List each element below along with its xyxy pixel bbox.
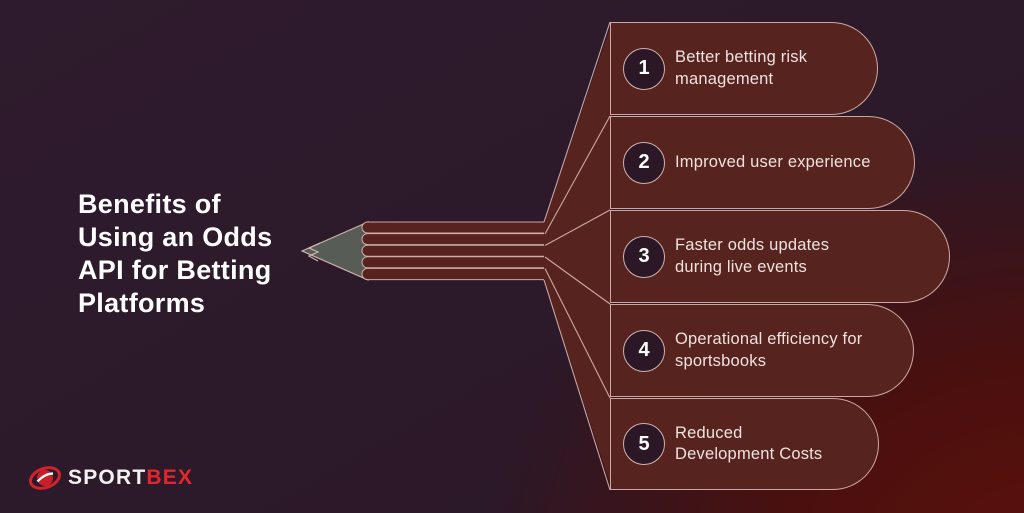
title-line: Benefits of bbox=[78, 189, 221, 219]
fan-lines bbox=[543, 21, 611, 491]
pencil-tip-zigzag-icon bbox=[307, 242, 321, 262]
benefit-item-2: 2 Improved user experience bbox=[610, 116, 915, 209]
sportbex-logo: SPORTBEX bbox=[28, 461, 193, 495]
item-number-badge: 4 bbox=[623, 329, 665, 372]
item-label: Improved user experience bbox=[675, 152, 871, 171]
title-line: API for Betting bbox=[78, 255, 272, 285]
item-number-badge: 5 bbox=[623, 423, 665, 465]
item-label: Reduced Development Costs bbox=[675, 423, 823, 464]
item-label: Better betting risk management bbox=[675, 48, 808, 88]
brand-text-sport: SPORT bbox=[68, 466, 147, 489]
item-number-badge: 1 bbox=[623, 47, 665, 90]
item-number-badge: 3 bbox=[623, 235, 665, 278]
pencil-body-strips bbox=[361, 221, 553, 281]
item-label: Faster odds updates during live events bbox=[675, 236, 830, 276]
fan-wedge bbox=[544, 22, 612, 490]
page-title: Benefits of Using an Odds API for Bettin… bbox=[78, 188, 338, 320]
title-line: Platforms bbox=[78, 288, 206, 318]
benefit-item-1: 1 Better betting risk management bbox=[610, 22, 878, 115]
brand-text-bex: BEX bbox=[146, 466, 194, 489]
sportbex-globe-icon bbox=[29, 466, 61, 490]
brand-wordmark: SPORTBEX bbox=[68, 461, 193, 495]
item-number-badge: 2 bbox=[623, 141, 665, 184]
benefit-item-3: 3 Faster odds updates during live events bbox=[610, 210, 950, 303]
item-label: Operational efficiency for sportsbooks bbox=[675, 330, 863, 370]
benefit-item-5: 5 Reduced Development Costs bbox=[610, 398, 879, 490]
benefit-item-4: 4 Operational efficiency for sportsbooks bbox=[610, 304, 914, 397]
title-line: Using an Odds bbox=[78, 222, 273, 252]
